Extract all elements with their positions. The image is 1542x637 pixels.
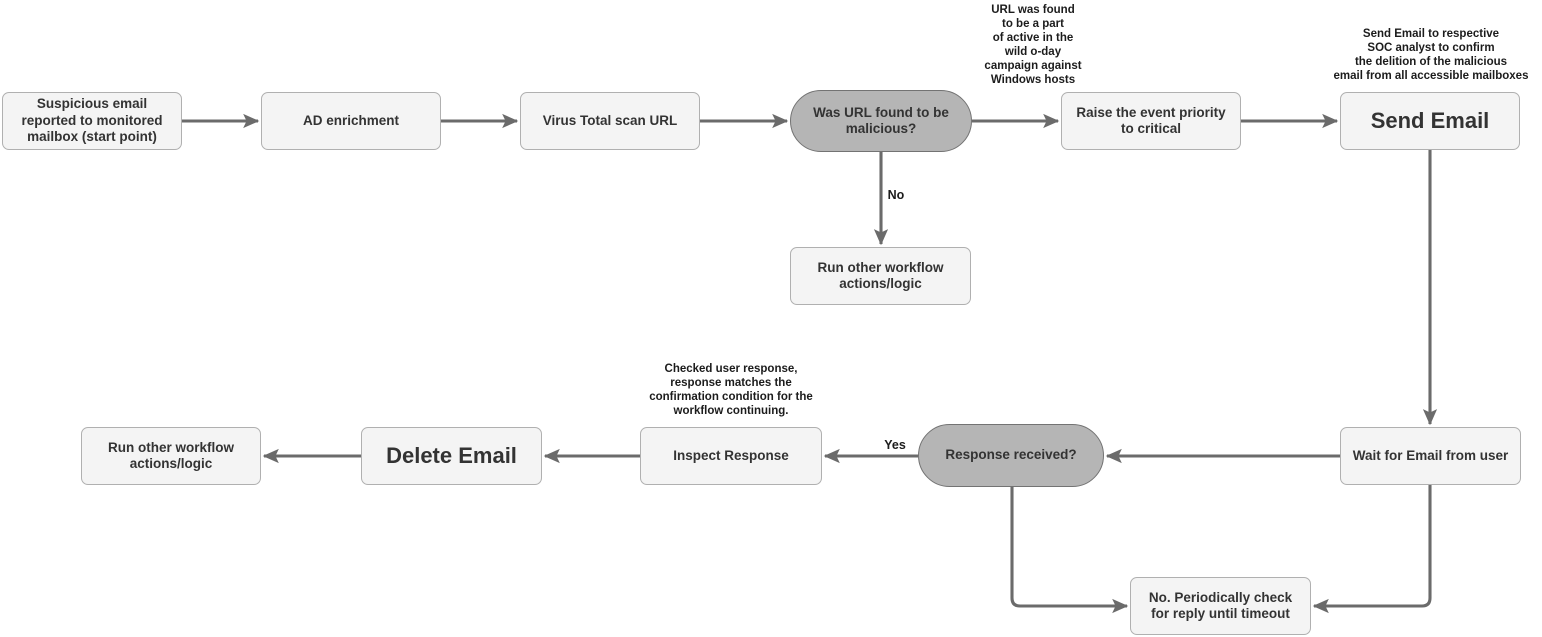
node-decision-was-url-malicious[interactable]: Was URL found to be malicious? bbox=[790, 90, 972, 152]
node-wait-for-email-from-user[interactable]: Wait for Email from user bbox=[1340, 427, 1521, 485]
node-run-other-workflow-top[interactable]: Run other workflow actions/logic bbox=[790, 247, 971, 305]
edge-label-url-campaign-annotation: URL was found to be a part of active in … bbox=[984, 4, 1082, 87]
node-ad-enrichment[interactable]: AD enrichment bbox=[261, 92, 441, 150]
node-suspicious-email-start[interactable]: Suspicious email reported to monitored m… bbox=[2, 92, 182, 150]
node-run-other-workflow-bottom[interactable]: Run other workflow actions/logic bbox=[81, 427, 261, 485]
node-inspect-response[interactable]: Inspect Response bbox=[640, 427, 822, 485]
edge-label-no-branch: No bbox=[887, 188, 905, 202]
node-decision-response-received[interactable]: Response received? bbox=[918, 424, 1104, 487]
edge-label-yes-branch: Yes bbox=[884, 438, 906, 452]
edge-wait-for-email-to-periodic-check bbox=[1312, 485, 1432, 614]
node-delete-email[interactable]: Delete Email bbox=[361, 427, 542, 485]
edge-label-checked-user-response-annotation: Checked user response, response matches … bbox=[649, 363, 813, 418]
node-virus-total-scan-url[interactable]: Virus Total scan URL bbox=[520, 92, 700, 150]
node-periodic-check-until-timeout[interactable]: No. Periodically check for reply until t… bbox=[1130, 577, 1311, 635]
edge-response-decision-no-to-periodic-check bbox=[1010, 487, 1129, 614]
node-send-email[interactable]: Send Email bbox=[1340, 92, 1520, 150]
node-raise-event-priority[interactable]: Raise the event priority to critical bbox=[1061, 92, 1241, 150]
edge-label-send-email-annotation: Send Email to respective SOC analyst to … bbox=[1333, 28, 1529, 83]
